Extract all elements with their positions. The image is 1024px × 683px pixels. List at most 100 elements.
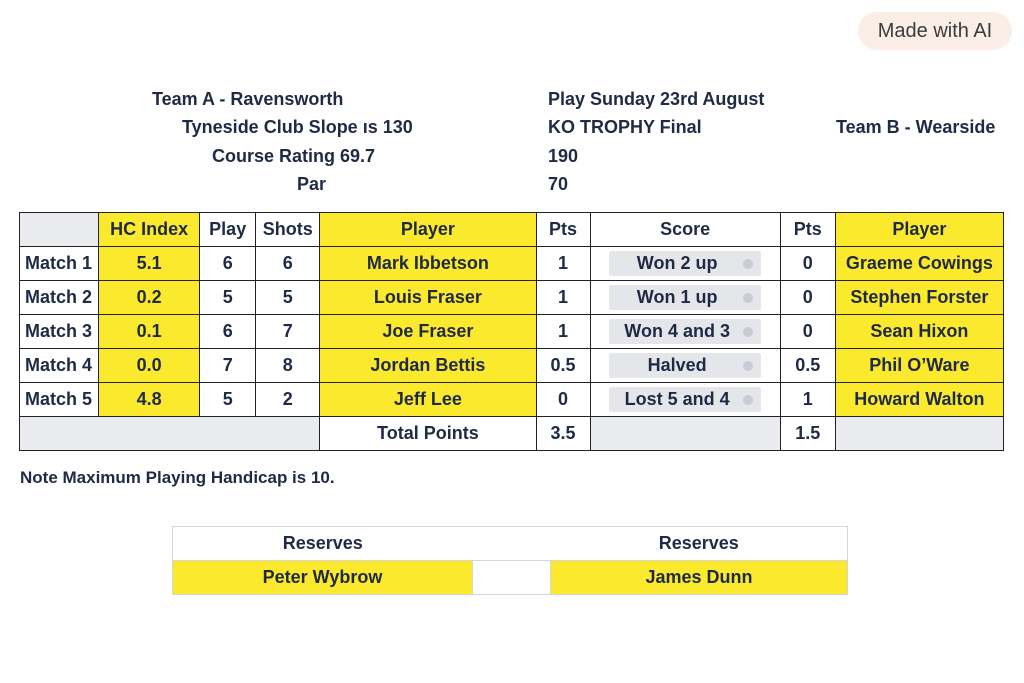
col-player-b: Player (834, 212, 1005, 247)
par-value: 70 (548, 174, 569, 194)
hc-index-cell: 0.1 (98, 314, 201, 349)
team-a-title: Team A - Ravensworth (152, 89, 344, 109)
player-b-cell: Graeme Cowings (834, 246, 1005, 281)
table-row: Match 4 0.0 7 8 Jordan Bettis 0.5 Halved… (18, 348, 1005, 383)
reserve-player-a: Peter Wybrow (172, 560, 473, 595)
dropdown-knob-icon (743, 361, 754, 371)
course-rating-text: Course Rating 69.7 (212, 146, 376, 166)
hc-index-cell: 4.8 (98, 382, 201, 417)
shots-cell: 2 (255, 382, 321, 417)
match-label: Match 3 (18, 314, 100, 349)
total-team-b: 1.5 (779, 416, 836, 451)
player-b-cell: Howard Walton (834, 382, 1005, 417)
play-cell: 6 (199, 246, 257, 281)
dropdown-knob-icon (743, 293, 754, 303)
pts-a-cell: 1 (535, 246, 591, 281)
totals-blank-cell (18, 416, 321, 451)
dropdown-knob-icon (743, 327, 754, 337)
score-dropdown[interactable]: Won 4 and 3 (609, 319, 762, 344)
team-b-title: Team B - Wearside (836, 117, 996, 137)
score-text: Lost 5 and 4 (624, 389, 730, 409)
player-a-cell: Mark Ibbetson (319, 246, 537, 281)
score-cell: Won 1 up (589, 280, 781, 315)
reserves-row: Peter Wybrow James Dunn (172, 560, 848, 595)
col-hc-index: HC Index (98, 212, 201, 247)
table-header-row: HC Index Play Shots Player Pts Score Pts… (18, 212, 1005, 247)
par-label: Par (297, 174, 327, 194)
player-a-cell: Jordan Bettis (319, 348, 537, 383)
player-a-cell: Jeff Lee (319, 382, 537, 417)
player-b-cell: Phil O’Ware (834, 348, 1005, 383)
score-cell: Halved (589, 348, 781, 383)
pts-b-cell: 0 (779, 280, 836, 315)
shots-cell: 6 (255, 246, 321, 281)
table-row: Match 3 0.1 6 7 Joe Fraser 1 Won 4 and 3… (18, 314, 1005, 349)
slope-text: Tyneside Club Slope ıs 130 (182, 117, 413, 137)
match-label: Match 4 (18, 348, 100, 383)
play-cell: 5 (199, 382, 257, 417)
totals-player-blank (834, 416, 1005, 451)
table-row: Match 1 5.1 6 6 Mark Ibbetson 1 Won 2 up… (18, 246, 1005, 281)
player-b-cell: Sean Hixon (834, 314, 1005, 349)
col-player-a: Player (319, 212, 537, 247)
play-cell: 6 (199, 314, 257, 349)
slope-value: 190 (548, 146, 579, 166)
match-label: Match 1 (18, 246, 100, 281)
made-with-ai-badge: Made with AI (858, 12, 1012, 50)
total-team-a: 3.5 (535, 416, 591, 451)
pts-a-cell: 0 (535, 382, 591, 417)
play-cell: 5 (199, 280, 257, 315)
shots-cell: 5 (255, 280, 321, 315)
match-table: HC Index Play Shots Player Pts Score Pts… (18, 212, 1005, 451)
reserves-header-row: Reserves Reserves (172, 526, 848, 561)
pts-b-cell: 0.5 (779, 348, 836, 383)
score-dropdown[interactable]: Won 1 up (609, 285, 762, 310)
corner-cell (18, 212, 100, 247)
score-text: Won 2 up (636, 253, 718, 273)
shots-cell: 7 (255, 314, 321, 349)
reserves-table: Reserves Reserves Peter Wybrow James Dun… (172, 526, 848, 595)
dropdown-knob-icon (743, 259, 754, 269)
match-label: Match 5 (18, 382, 100, 417)
totals-score-blank (589, 416, 781, 451)
score-dropdown[interactable]: Won 2 up (609, 251, 762, 276)
score-text: Won 1 up (636, 287, 718, 307)
player-a-cell: Louis Fraser (319, 280, 537, 315)
pts-a-cell: 1 (535, 280, 591, 315)
reserves-gap (472, 560, 551, 595)
pts-b-cell: 0 (779, 246, 836, 281)
score-dropdown[interactable]: Halved (609, 353, 762, 378)
total-points-label: Total Points (319, 416, 537, 451)
shots-cell: 8 (255, 348, 321, 383)
hc-index-cell: 0.0 (98, 348, 201, 383)
col-shots: Shots (255, 212, 321, 247)
event-title: KO TROPHY Final (548, 117, 702, 137)
reserves-heading-gap (472, 526, 551, 561)
reserve-player-b: James Dunn (550, 560, 848, 595)
table-row: Match 2 0.2 5 5 Louis Fraser 1 Won 1 up … (18, 280, 1005, 315)
score-cell: Won 2 up (589, 246, 781, 281)
score-dropdown[interactable]: Lost 5 and 4 (609, 387, 762, 412)
col-pts-a: Pts (535, 212, 591, 247)
score-text: Won 4 and 3 (624, 321, 730, 341)
pts-a-cell: 0.5 (535, 348, 591, 383)
dropdown-knob-icon (743, 395, 754, 405)
player-a-cell: Joe Fraser (319, 314, 537, 349)
hc-index-cell: 0.2 (98, 280, 201, 315)
handicap-note: Note Maximum Playing Handicap is 10. (20, 468, 335, 487)
play-cell: 7 (199, 348, 257, 383)
player-b-cell: Stephen Forster (834, 280, 1005, 315)
hc-index-cell: 5.1 (98, 246, 201, 281)
table-row: Match 5 4.8 5 2 Jeff Lee 0 Lost 5 and 4 … (18, 382, 1005, 417)
totals-row: Total Points 3.5 1.5 (18, 416, 1005, 451)
pts-a-cell: 1 (535, 314, 591, 349)
score-text: Halved (647, 355, 707, 375)
pts-b-cell: 0 (779, 314, 836, 349)
reserves-heading-a: Reserves (172, 526, 473, 561)
score-cell: Lost 5 and 4 (589, 382, 781, 417)
reserves-heading-b: Reserves (550, 526, 848, 561)
match-label: Match 2 (18, 280, 100, 315)
play-date: Play Sunday 23rd August (548, 89, 765, 109)
col-pts-b: Pts (779, 212, 836, 247)
pts-b-cell: 1 (779, 382, 836, 417)
